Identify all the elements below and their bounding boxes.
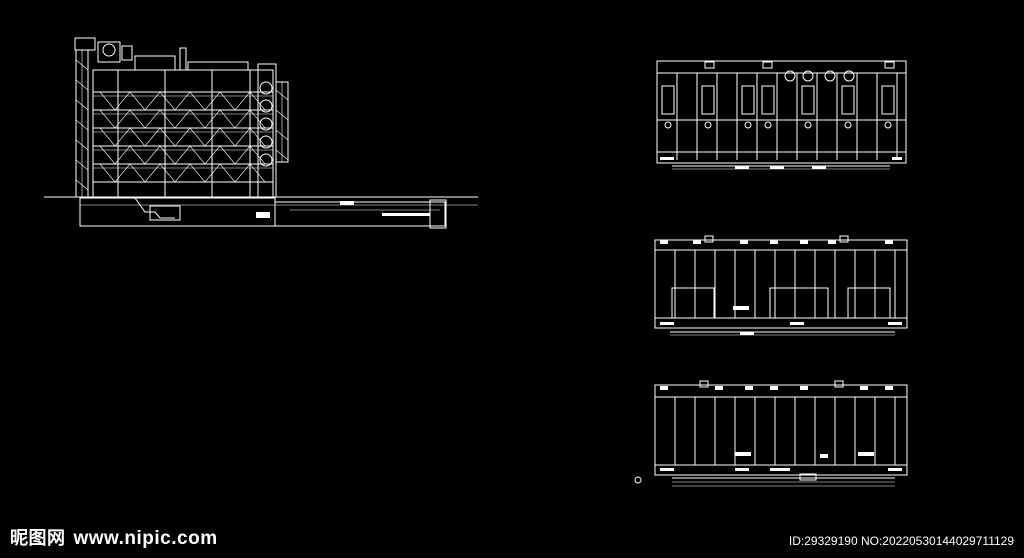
watermark-site: www.nipic.com (73, 528, 218, 549)
plan-middle-drawing (654, 235, 908, 336)
section-elevation-drawing (44, 37, 478, 229)
watermark: 昵图网 www.nipic.com (10, 524, 218, 550)
watermark-brand: 昵图网 (10, 528, 66, 549)
plan-lower-drawing (634, 380, 908, 487)
image-id-label: ID:29329190 NO:20220530144029711129 (788, 534, 1014, 548)
plan-upper-drawing (656, 60, 907, 170)
